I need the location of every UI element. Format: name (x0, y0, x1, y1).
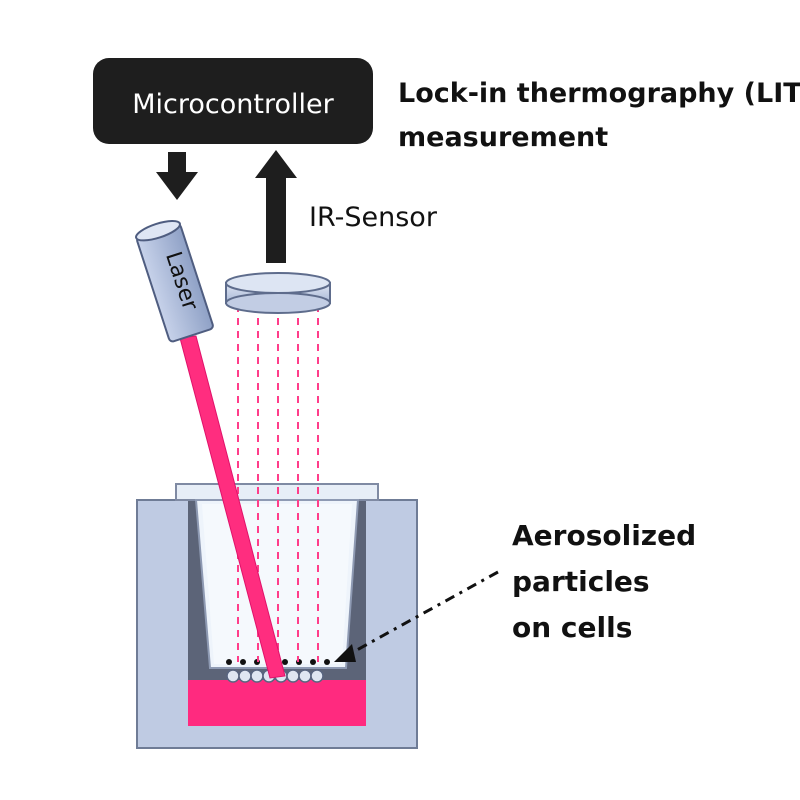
lit-title-line2: measurement (398, 122, 608, 153)
particles-pointer-arrow (334, 570, 499, 662)
particles-label-line1: Aerosolized (512, 519, 696, 552)
microcontroller-label: Microcontroller (132, 89, 334, 120)
culture-medium (188, 680, 366, 726)
particles-label-line3: on cells (512, 611, 632, 644)
particles-label-line2: particles (512, 565, 650, 598)
up-arrow-icon (255, 150, 297, 263)
ir-sensor-disc (225, 272, 331, 314)
microcontroller-box: Microcontroller (93, 58, 373, 144)
laser-device: Laser (135, 219, 214, 343)
ir-sensor-label: IR-Sensor (309, 202, 438, 233)
lit-title-line1: Lock-in thermography (LIT) (398, 78, 800, 109)
down-arrow-icon (156, 152, 198, 200)
